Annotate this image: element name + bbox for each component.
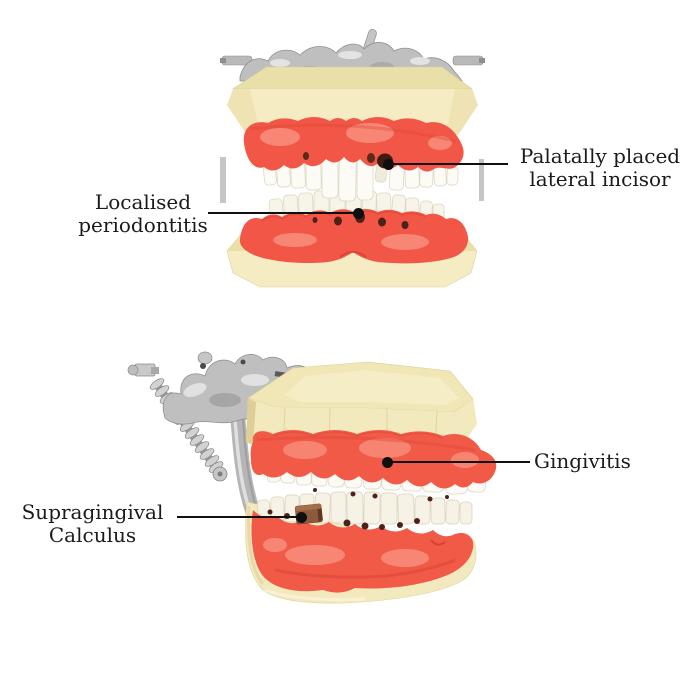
label-line: Localised [94,190,192,214]
lower-teeth [256,491,473,525]
mandibular-gingiva [239,209,469,264]
callout-line-gingivitis [391,461,530,463]
maxillary-gingiva [250,430,497,489]
label-line: Gingivitis [534,449,631,473]
label-supragingival-calculus: Supragingival Calculus [10,501,175,547]
label-line: Palatally placed [519,144,681,168]
label-line: lateral incisor [529,167,671,191]
callout-dot-gingivitis [382,457,393,468]
upper-teeth [263,152,459,202]
label-line: Supragingival [21,500,164,524]
label-line: periodontitis [78,213,208,237]
callout-line-localised-periodontitis [208,212,354,214]
label-line: Calculus [48,523,137,547]
label-palatally-placed-lateral-incisor: Palatally placed lateral incisor [500,145,700,191]
bottom-model-illustration [127,351,497,604]
articulator-side-posts [220,157,484,203]
callout-line-supragingival-calculus [177,516,297,518]
callout-line-palatally-placed [391,163,508,165]
top-model-illustration [220,29,485,288]
label-localised-periodontitis: Localised periodontitis [63,191,223,237]
callout-dot-supragingival-calculus [296,512,307,523]
callout-dot-localised-periodontitis [353,208,364,219]
mandibular-gingiva [251,510,474,593]
callout-dot-palatally-placed [383,159,394,170]
articulator-knob-icon [197,351,213,365]
label-gingivitis: Gingivitis [534,450,631,473]
interdental-dark-spots [267,488,449,530]
maxillary-gingiva [243,117,464,172]
